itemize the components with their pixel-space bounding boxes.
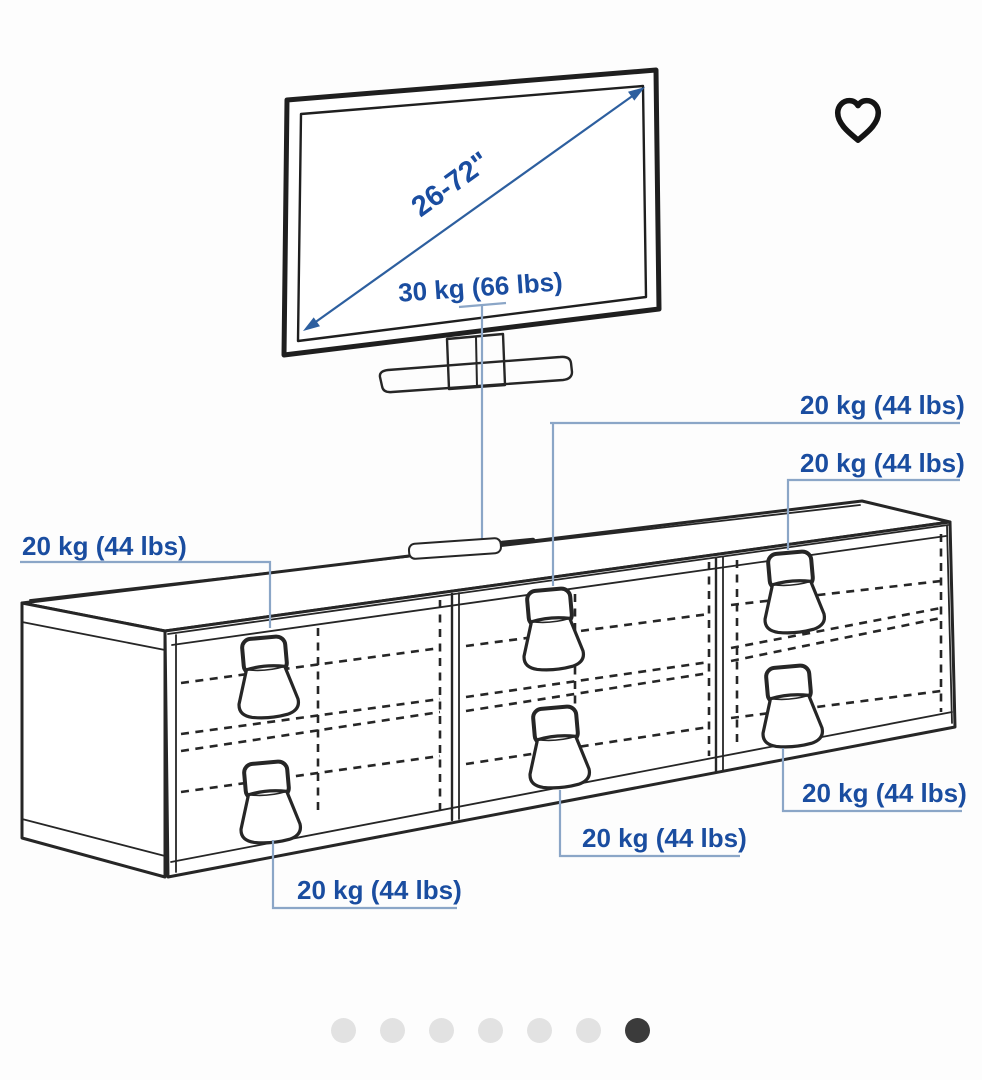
tv-stand-base [378, 355, 574, 394]
tv-diagonal-arrow [303, 87, 645, 331]
pagination-dot-5[interactable] [527, 1017, 552, 1043]
tv-load-leader [458, 301, 507, 564]
capacity-label-right-top: 20 kg (44 lbs) [800, 448, 965, 478]
bench-illustration [20, 499, 957, 879]
capacity-label-middle-bottom: 20 kg (44 lbs) [582, 823, 747, 853]
pagination-dot-1[interactable] [331, 1017, 356, 1043]
capacity-label-right-bottom: 20 kg (44 lbs) [802, 778, 967, 808]
capacity-label-left-top: 20 kg (44 lbs) [22, 531, 187, 561]
leader-lines [20, 421, 962, 910]
pagination-dot-7-active[interactable] [625, 1017, 650, 1043]
pagination-dot-3[interactable] [429, 1017, 454, 1043]
tv-screen [296, 84, 648, 343]
capacity-label-middle-top: 20 kg (44 lbs) [800, 390, 965, 420]
pagination-dots [331, 1017, 651, 1043]
favorite-button[interactable] [828, 92, 888, 150]
arrowhead-down-icon [303, 317, 320, 331]
heart-icon [834, 97, 882, 143]
bench-left-panel [20, 601, 167, 879]
capacity-label-left-bottom: 20 kg (44 lbs) [297, 875, 462, 905]
pagination-dot-6[interactable] [576, 1017, 601, 1043]
bench-front-face [163, 520, 957, 879]
pagination-dot-2[interactable] [380, 1017, 405, 1043]
tv-illustration: 26-72" 30 kg (66 lbs) [281, 67, 662, 564]
interior-dashes-left [180, 600, 442, 816]
tv-stand-footprint [407, 537, 502, 560]
pagination-dot-4[interactable] [478, 1017, 503, 1043]
interior-dashes-middle [465, 562, 711, 766]
arrowhead-up-icon [628, 87, 645, 101]
